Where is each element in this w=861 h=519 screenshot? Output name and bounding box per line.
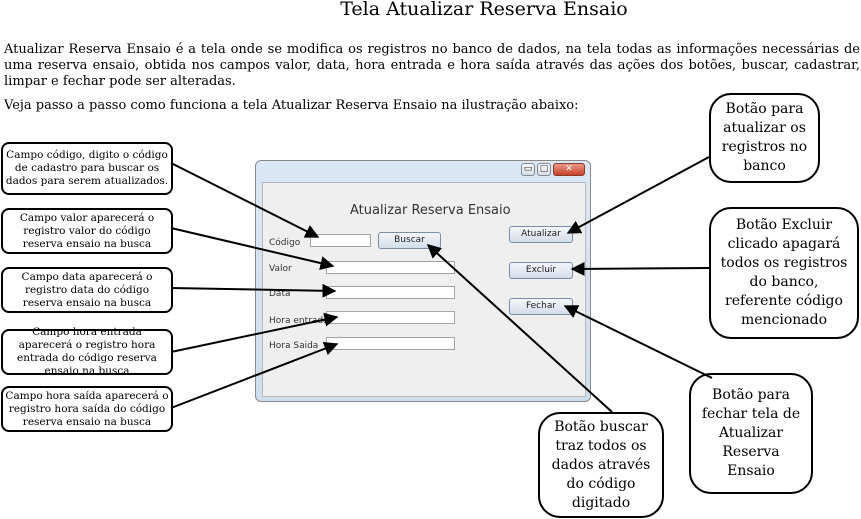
arrow-excluir: [570, 261, 710, 276]
callout-hora-entrada: Campo hora entrada aparecerá o registro …: [1, 326, 173, 377]
callout-valor: Campo valor aparecerá o registro valor d…: [1, 208, 173, 254]
intro-instruction: Veja passo a passo como funciona a tela …: [4, 98, 579, 113]
codigo-input[interactable]: [310, 234, 371, 247]
data-label: Data: [269, 289, 291, 299]
buscar-button[interactable]: Buscar: [378, 232, 441, 249]
callout-data: Campo data aparecerá o registro data do …: [1, 267, 173, 313]
callout-fechar-text: Botão para fechar tela de Atualizar Rese…: [701, 387, 801, 479]
callout-data-text: Campo data aparecerá o registro data do …: [21, 270, 153, 309]
callout-valor-text: Campo valor aparecerá o registro valor d…: [19, 211, 155, 250]
form-body: Atualizar Reserva Ensaio Código Buscar V…: [262, 182, 586, 397]
callout-atualizar: Botão para atualizar os registros no ban…: [709, 93, 820, 183]
callout-codigo: Campo código, digito o código de cadastr…: [1, 142, 173, 195]
callout-excluir-text: Botão Excluir clicado apagará todos os r…: [720, 217, 848, 328]
arrow-fechar: [563, 305, 713, 379]
arrow-atualizar: [566, 156, 710, 234]
hora-saida-label: Hora Saida: [269, 341, 319, 351]
minimize-icon[interactable]: ▭: [521, 163, 535, 176]
arrow-buscar: [426, 244, 613, 413]
valor-label: Valor: [269, 264, 292, 274]
codigo-label: Código: [269, 238, 301, 248]
arrow-codigo: [170, 162, 320, 238]
callout-codigo-text: Campo código, digito o código de cadastr…: [5, 149, 169, 187]
callout-hora-saida-text: Campo hora saída aparecerá o registro ho…: [5, 389, 169, 428]
callout-buscar: Botão buscar traz todos os dados através…: [538, 412, 664, 518]
app-window: ▭ □ ✕ Atualizar Reserva Ensaio Código Bu…: [255, 160, 591, 402]
close-icon[interactable]: ✕: [553, 163, 585, 176]
page-title: Tela Atualizar Reserva Ensaio: [340, 0, 628, 20]
arrow-valor: [170, 227, 335, 270]
callout-buscar-text: Botão buscar traz todos os dados através…: [551, 418, 651, 511]
intro-paragraph: Atualizar Reserva Ensaio é a tela onde s…: [4, 42, 860, 89]
arrow-data: [170, 283, 337, 298]
form-title: Atualizar Reserva Ensaio: [350, 203, 511, 218]
atualizar-button[interactable]: Atualizar: [509, 226, 573, 243]
callout-atualizar-text: Botão para atualizar os registros no ban…: [721, 101, 808, 174]
callout-hora-entrada-text: Campo hora entrada aparecerá o registro …: [17, 326, 157, 377]
callout-excluir: Botão Excluir clicado apagará todos os r…: [709, 207, 859, 339]
arrow-hora-entrada: [170, 312, 339, 353]
callout-fechar: Botão para fechar tela de Atualizar Rese…: [689, 373, 813, 494]
hora-entrada-label: Hora entrada: [269, 316, 329, 326]
maximize-icon[interactable]: □: [537, 163, 551, 176]
callout-hora-saida: Campo hora saída aparecerá o registro ho…: [1, 386, 173, 432]
arrow-hora-saida: [170, 342, 339, 409]
